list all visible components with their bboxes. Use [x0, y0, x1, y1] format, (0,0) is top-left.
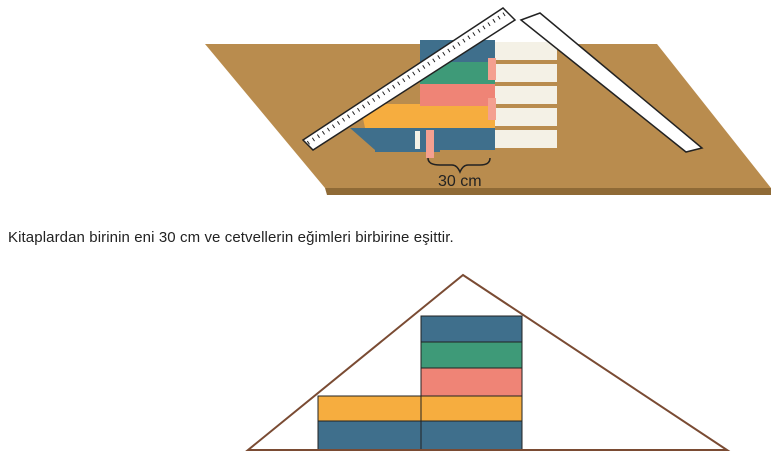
left-ruler	[301, 7, 517, 151]
width-brace	[427, 157, 491, 174]
table-edge	[325, 188, 771, 195]
book-pink-3-pages	[495, 86, 557, 104]
problem-statement: Kitaplardan birinin eni 30 cm ve cetvell…	[8, 229, 454, 246]
book-pink-3	[420, 84, 495, 106]
book-yellow-2	[420, 106, 495, 128]
book-navy-1	[420, 128, 495, 150]
bookmark-2	[488, 98, 496, 120]
base-book-left-navy	[317, 420, 422, 451]
stack-book-yellow	[420, 395, 523, 422]
triangle-outline	[245, 273, 731, 451]
book-navy-1-pages	[495, 130, 557, 148]
width-label: 30 cm	[438, 173, 482, 190]
bookmark-3	[426, 130, 434, 158]
base-book-left-yellow	[317, 395, 422, 422]
right-ruler	[519, 12, 704, 153]
bookmark-1	[488, 58, 496, 80]
book-yellow-2-pages	[495, 108, 557, 126]
books-ruler-illustration: 30 cm	[205, 7, 771, 195]
stack-book-pink	[420, 367, 523, 397]
book-green-4-pages	[495, 64, 557, 82]
stack-book-green	[420, 341, 523, 369]
stack-book-navy-top	[420, 315, 523, 343]
book-navy-5-pages	[495, 42, 557, 60]
stack-book-navy-bottom	[420, 420, 523, 451]
triangle-diagram	[245, 273, 731, 451]
